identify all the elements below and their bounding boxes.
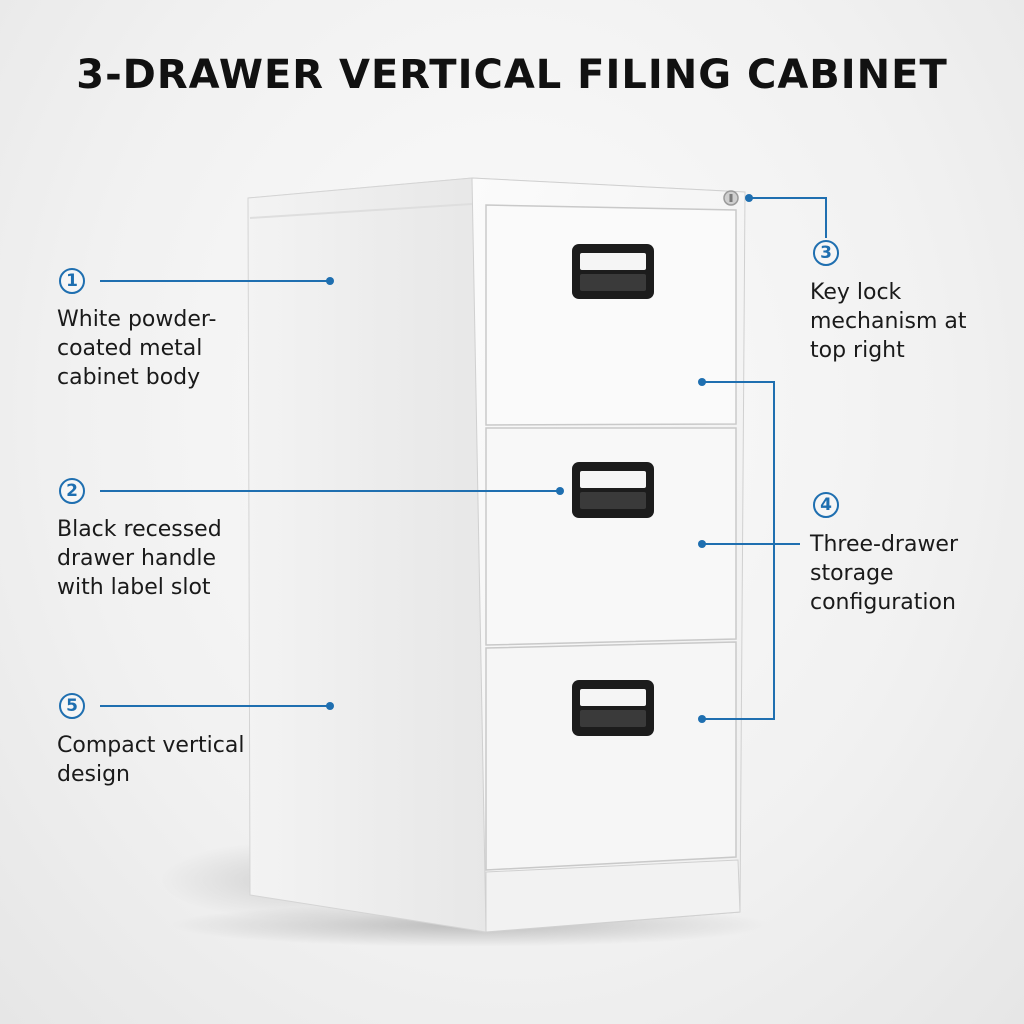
callout-badge-2: 2 bbox=[59, 478, 85, 504]
callout-badge-1: 1 bbox=[59, 268, 85, 294]
leader-3 bbox=[749, 197, 827, 238]
drawer-middle bbox=[485, 427, 737, 646]
callout-text-2: Black recessed drawer handle with label … bbox=[57, 517, 222, 600]
key-lock bbox=[723, 190, 739, 206]
callout-leaders bbox=[100, 197, 827, 720]
handle-bottom bbox=[572, 680, 654, 736]
callout-text-4: Three-drawer storage configuration bbox=[810, 532, 959, 615]
cabinet-plinth bbox=[485, 859, 741, 933]
callout-badge-3: 3 bbox=[813, 240, 839, 266]
leader-4 bbox=[702, 381, 775, 720]
drawer-top bbox=[485, 204, 737, 426]
drawer-bottom bbox=[485, 641, 737, 871]
callout-badge-4: 4 bbox=[813, 492, 839, 518]
callout-badge-5: 5 bbox=[59, 693, 85, 719]
cabinet-side-panel bbox=[247, 177, 487, 933]
handle-top bbox=[572, 244, 654, 299]
callout-text-3: Key lock mechanism at top right bbox=[810, 280, 967, 363]
handle-middle bbox=[572, 462, 654, 518]
page-title: 3-DRAWER VERTICAL FILING CABINET bbox=[76, 52, 948, 98]
callout-dots bbox=[326, 194, 753, 723]
callout-text-1: White powder-coated metal cabinet body bbox=[57, 307, 217, 390]
callout-text-5: Compact vertical design bbox=[57, 733, 245, 787]
